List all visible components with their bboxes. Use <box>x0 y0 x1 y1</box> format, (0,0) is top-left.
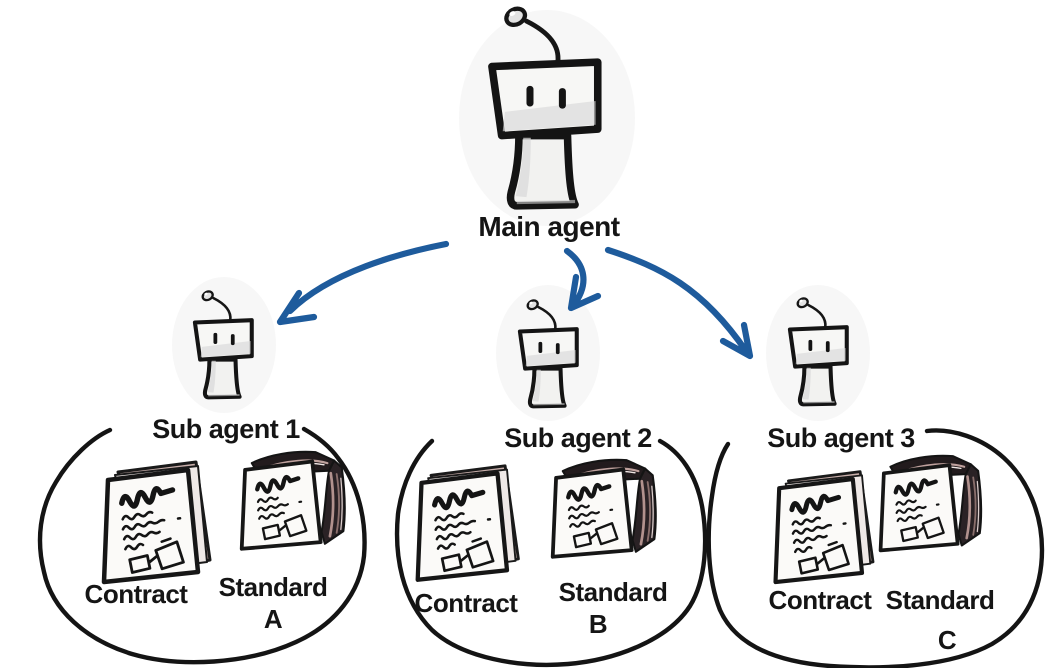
sub-agent-3-standard-grade: C <box>938 625 957 655</box>
sub-agent-3-bubble <box>706 428 1045 668</box>
sub-agent-2-contract-document <box>418 466 519 580</box>
sub-agent-1-contract-document <box>104 462 210 582</box>
sub-agent-2-standard-label: Standard <box>559 577 668 607</box>
arrow-main-to-sub2 <box>563 247 602 312</box>
sub-agent-1-standard-document <box>242 452 345 549</box>
sub-agent-1-bubble <box>37 426 367 665</box>
sub-agent-3-label: Sub agent 3 <box>767 423 915 453</box>
sub-agent-2-bubble <box>394 438 708 668</box>
sub-agent-2-contract-label: Contract <box>415 588 519 618</box>
arrow-main-to-sub3 <box>604 246 754 360</box>
sub-agent-1-standard-grade: A <box>264 604 283 634</box>
sub-agent-1-contract-label: Contract <box>85 579 189 609</box>
arrow-main-to-sub1 <box>276 240 450 326</box>
sub-agent-3-contract-document <box>776 472 874 582</box>
sub-agent-3-contract-label: Contract <box>769 585 873 615</box>
sub-agent-1-standard-label: Standard <box>219 572 328 602</box>
sub-agent-2-standard-grade: B <box>589 609 607 639</box>
sub-agent-3-standard-label: Standard <box>886 585 995 615</box>
sub-agent-2-label: Sub agent 2 <box>504 423 652 453</box>
main-agent-label: Main agent <box>478 211 619 242</box>
sub-agent-3-standard-document <box>881 456 982 551</box>
sub-agent-1-label: Sub agent 1 <box>152 414 300 444</box>
sub-agent-2-standard-document <box>553 460 656 557</box>
